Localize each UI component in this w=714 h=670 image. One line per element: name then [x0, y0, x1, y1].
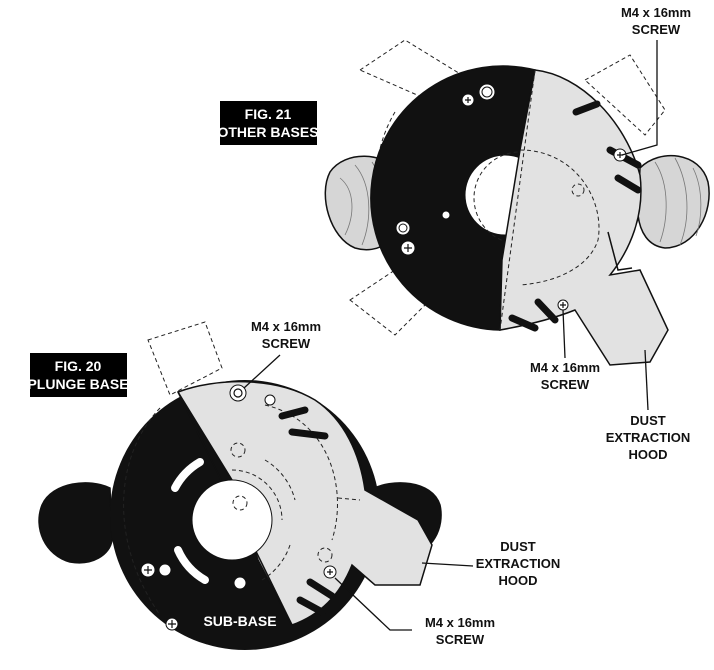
fig21-hood-screws [557, 148, 627, 311]
fig21-screw-bottom-leader [562, 309, 566, 359]
fig20-screw-bottom-leader [334, 577, 412, 631]
fig21-right-handle-knob [637, 154, 710, 249]
fig21-screw-set [395, 83, 496, 256]
fig20-screw-top-label-line1: M4 x 16mm [251, 319, 321, 334]
fig21-hood-label-line1: DUST [630, 413, 665, 428]
fig20-hood-leader [421, 562, 474, 567]
fig20-screw-top-label-line2: SCREW [262, 336, 311, 351]
fig20-screw-top-leader [243, 354, 281, 389]
fig20-screw-bottom-label-line1: M4 x 16mm [425, 615, 495, 630]
fig20-hood-label-line3: HOOD [499, 573, 538, 588]
fig20-hood-label-line1: DUST [500, 539, 535, 554]
fig21-name: OTHER BASES [217, 124, 318, 140]
fig20-screw-set [140, 384, 337, 631]
fig21-screw-top-label-line1: M4 x 16mm [621, 5, 691, 20]
fig21-dust-extraction-hood-body [499, 69, 669, 366]
fig21-number: FIG. 21 [245, 106, 292, 122]
fig20-sub-base-label: SUB-BASE [203, 613, 276, 629]
fig21-title-box [220, 101, 317, 145]
fig20-title-box [30, 353, 127, 397]
fig20-hood-label-line2: EXTRACTION [476, 556, 561, 571]
figure-20: FIG. 20 PLUNGE BASE M4 x 16mm SCREW DUST… [27, 319, 560, 650]
fig20-screw-bottom-label-line2: SCREW [436, 632, 485, 647]
fig20-number: FIG. 20 [55, 358, 102, 374]
fig21-hood-leader [644, 349, 649, 411]
fig21-hood-label-line3: HOOD [629, 447, 668, 462]
fig21-screw-bottom-label-line2: SCREW [541, 377, 590, 392]
fig21-screw-bottom-label-line1: M4 x 16mm [530, 360, 600, 375]
fig20-center-hole [191, 479, 273, 561]
fig21-sub-base-black-half [370, 65, 536, 331]
fig21-screw-top-label-line2: SCREW [632, 22, 681, 37]
fig21-hood-label-line2: EXTRACTION [606, 430, 691, 445]
fig20-hood-slots [278, 406, 336, 616]
fig21-screw-top-leader [621, 40, 658, 156]
figure-21: FIG. 21 OTHER BASES M4 x 16mm SCREW M4 x… [217, 5, 710, 462]
fig20-left-handle-knob [38, 482, 113, 564]
fig20-name: PLUNGE BASE [27, 376, 128, 392]
